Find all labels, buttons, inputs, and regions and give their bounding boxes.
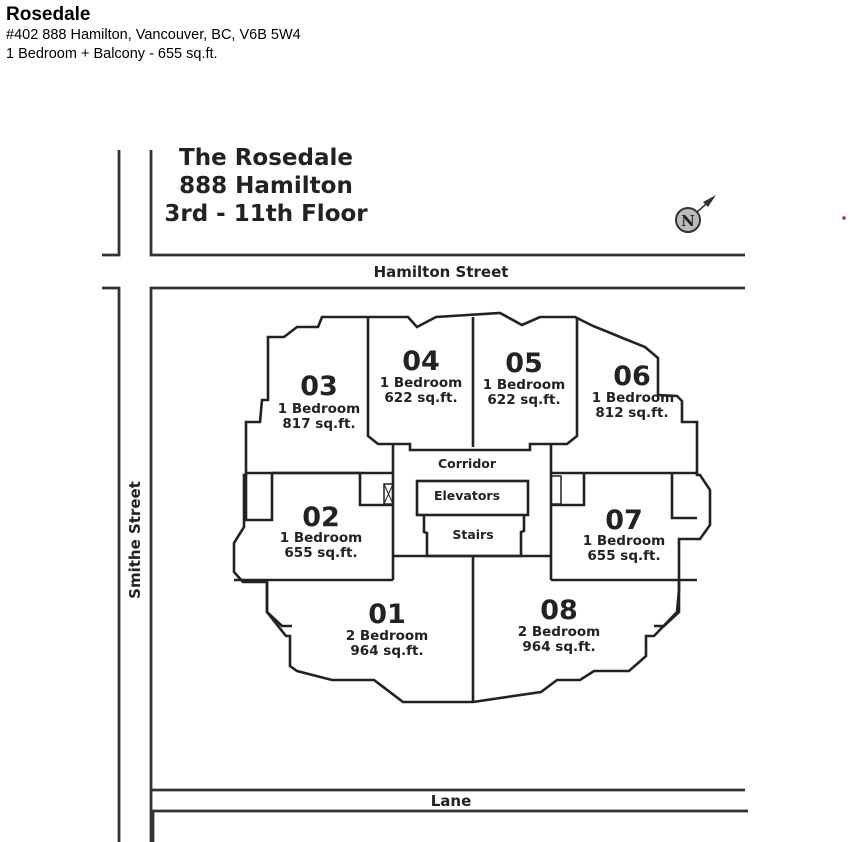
road-line-block-top xyxy=(149,150,745,257)
unit-type: 2 Bedroom xyxy=(518,624,600,640)
street-label-hamilton: Hamilton Street xyxy=(374,263,509,281)
wall-07-balcony xyxy=(670,473,697,520)
unit-number: 05 xyxy=(505,348,543,379)
unit-number: 04 xyxy=(402,346,440,377)
unit-summary: 1 Bedroom + Balcony - 655 sq.ft. xyxy=(6,46,218,62)
unit-02: 02 1 Bedroom 655 sq.ft. xyxy=(280,502,362,561)
listing-header: Rosedale #402 888 Hamilton, Vancouver, B… xyxy=(6,4,301,64)
unit-04: 04 1 Bedroom 622 sq.ft. xyxy=(380,346,462,406)
unit-number: 03 xyxy=(300,371,338,402)
stairs-label: Stairs xyxy=(452,527,493,542)
unit-area: 964 sq.ft. xyxy=(350,643,423,659)
unit-03: 03 1 Bedroom 817 sq.ft. xyxy=(278,371,360,432)
unit-area: 655 sq.ft. xyxy=(587,548,660,564)
wall-07-top xyxy=(551,473,586,507)
wall-05-right xyxy=(553,317,579,446)
unit-08: 08 2 Bedroom 964 sq.ft. xyxy=(518,595,600,655)
stairs-room xyxy=(422,515,526,558)
wall-04-left xyxy=(366,317,393,446)
shaft-right xyxy=(550,475,562,505)
site-boundary xyxy=(149,286,745,842)
unit-number: 07 xyxy=(605,505,643,536)
plan-title-line-1: The Rosedale xyxy=(179,145,353,171)
listing-name: Rosedale xyxy=(6,4,91,25)
north-arrow-icon: N xyxy=(675,195,716,233)
balcony-08 xyxy=(654,582,681,628)
unit-type: 1 Bedroom xyxy=(280,530,362,546)
street-label-smithe: Smithe Street xyxy=(126,481,144,599)
road-line-left-lower xyxy=(102,286,121,842)
unit-number: 06 xyxy=(613,361,651,392)
unit-number: 08 xyxy=(540,595,578,626)
wall-02-top xyxy=(272,471,393,507)
wall-02-balcony xyxy=(244,473,274,522)
marker-dot xyxy=(842,216,846,220)
plan-title-line-3: 3rd - 11th Floor xyxy=(164,201,368,227)
unit-type: 1 Bedroom xyxy=(592,390,674,406)
shaft-cross xyxy=(383,483,394,505)
elevators-room xyxy=(415,479,530,517)
shaft xyxy=(383,483,394,505)
road-line-left-outer xyxy=(102,150,121,257)
unit-type: 1 Bedroom xyxy=(380,375,462,391)
unit-type: 2 Bedroom xyxy=(346,628,428,644)
unit-07: 07 1 Bedroom 655 sq.ft. xyxy=(583,505,665,564)
north-label: N xyxy=(681,212,695,230)
unit-area: 964 sq.ft. xyxy=(522,639,595,655)
unit-type: 1 Bedroom xyxy=(583,533,665,549)
unit-number: 02 xyxy=(302,502,340,533)
unit-area: 817 sq.ft. xyxy=(282,416,355,432)
corridor-label: Corridor xyxy=(438,456,497,471)
unit-number: 01 xyxy=(368,599,406,630)
wall-corridor-top xyxy=(393,442,553,452)
unit-area: 622 sq.ft. xyxy=(487,392,560,408)
road-line-lane-bottom xyxy=(151,809,748,842)
elevators-label: Elevators xyxy=(434,488,500,503)
plan-title-line-2: 888 Hamilton xyxy=(179,173,353,199)
unit-05: 05 1 Bedroom 622 sq.ft. xyxy=(483,348,565,408)
unit-type: 1 Bedroom xyxy=(483,377,565,393)
unit-06: 06 1 Bedroom 812 sq.ft. xyxy=(592,361,674,421)
unit-type: 1 Bedroom xyxy=(278,401,360,417)
unit-area: 812 sq.ft. xyxy=(595,405,668,421)
listing-address: #402 888 Hamilton, Vancouver, BC, V6B 5W… xyxy=(6,27,301,43)
unit-area: 622 sq.ft. xyxy=(384,390,457,406)
street-label-lane: Lane xyxy=(431,792,472,810)
unit-01: 01 2 Bedroom 964 sq.ft. xyxy=(346,599,428,659)
balcony-01 xyxy=(265,582,292,628)
unit-area: 655 sq.ft. xyxy=(284,545,357,561)
